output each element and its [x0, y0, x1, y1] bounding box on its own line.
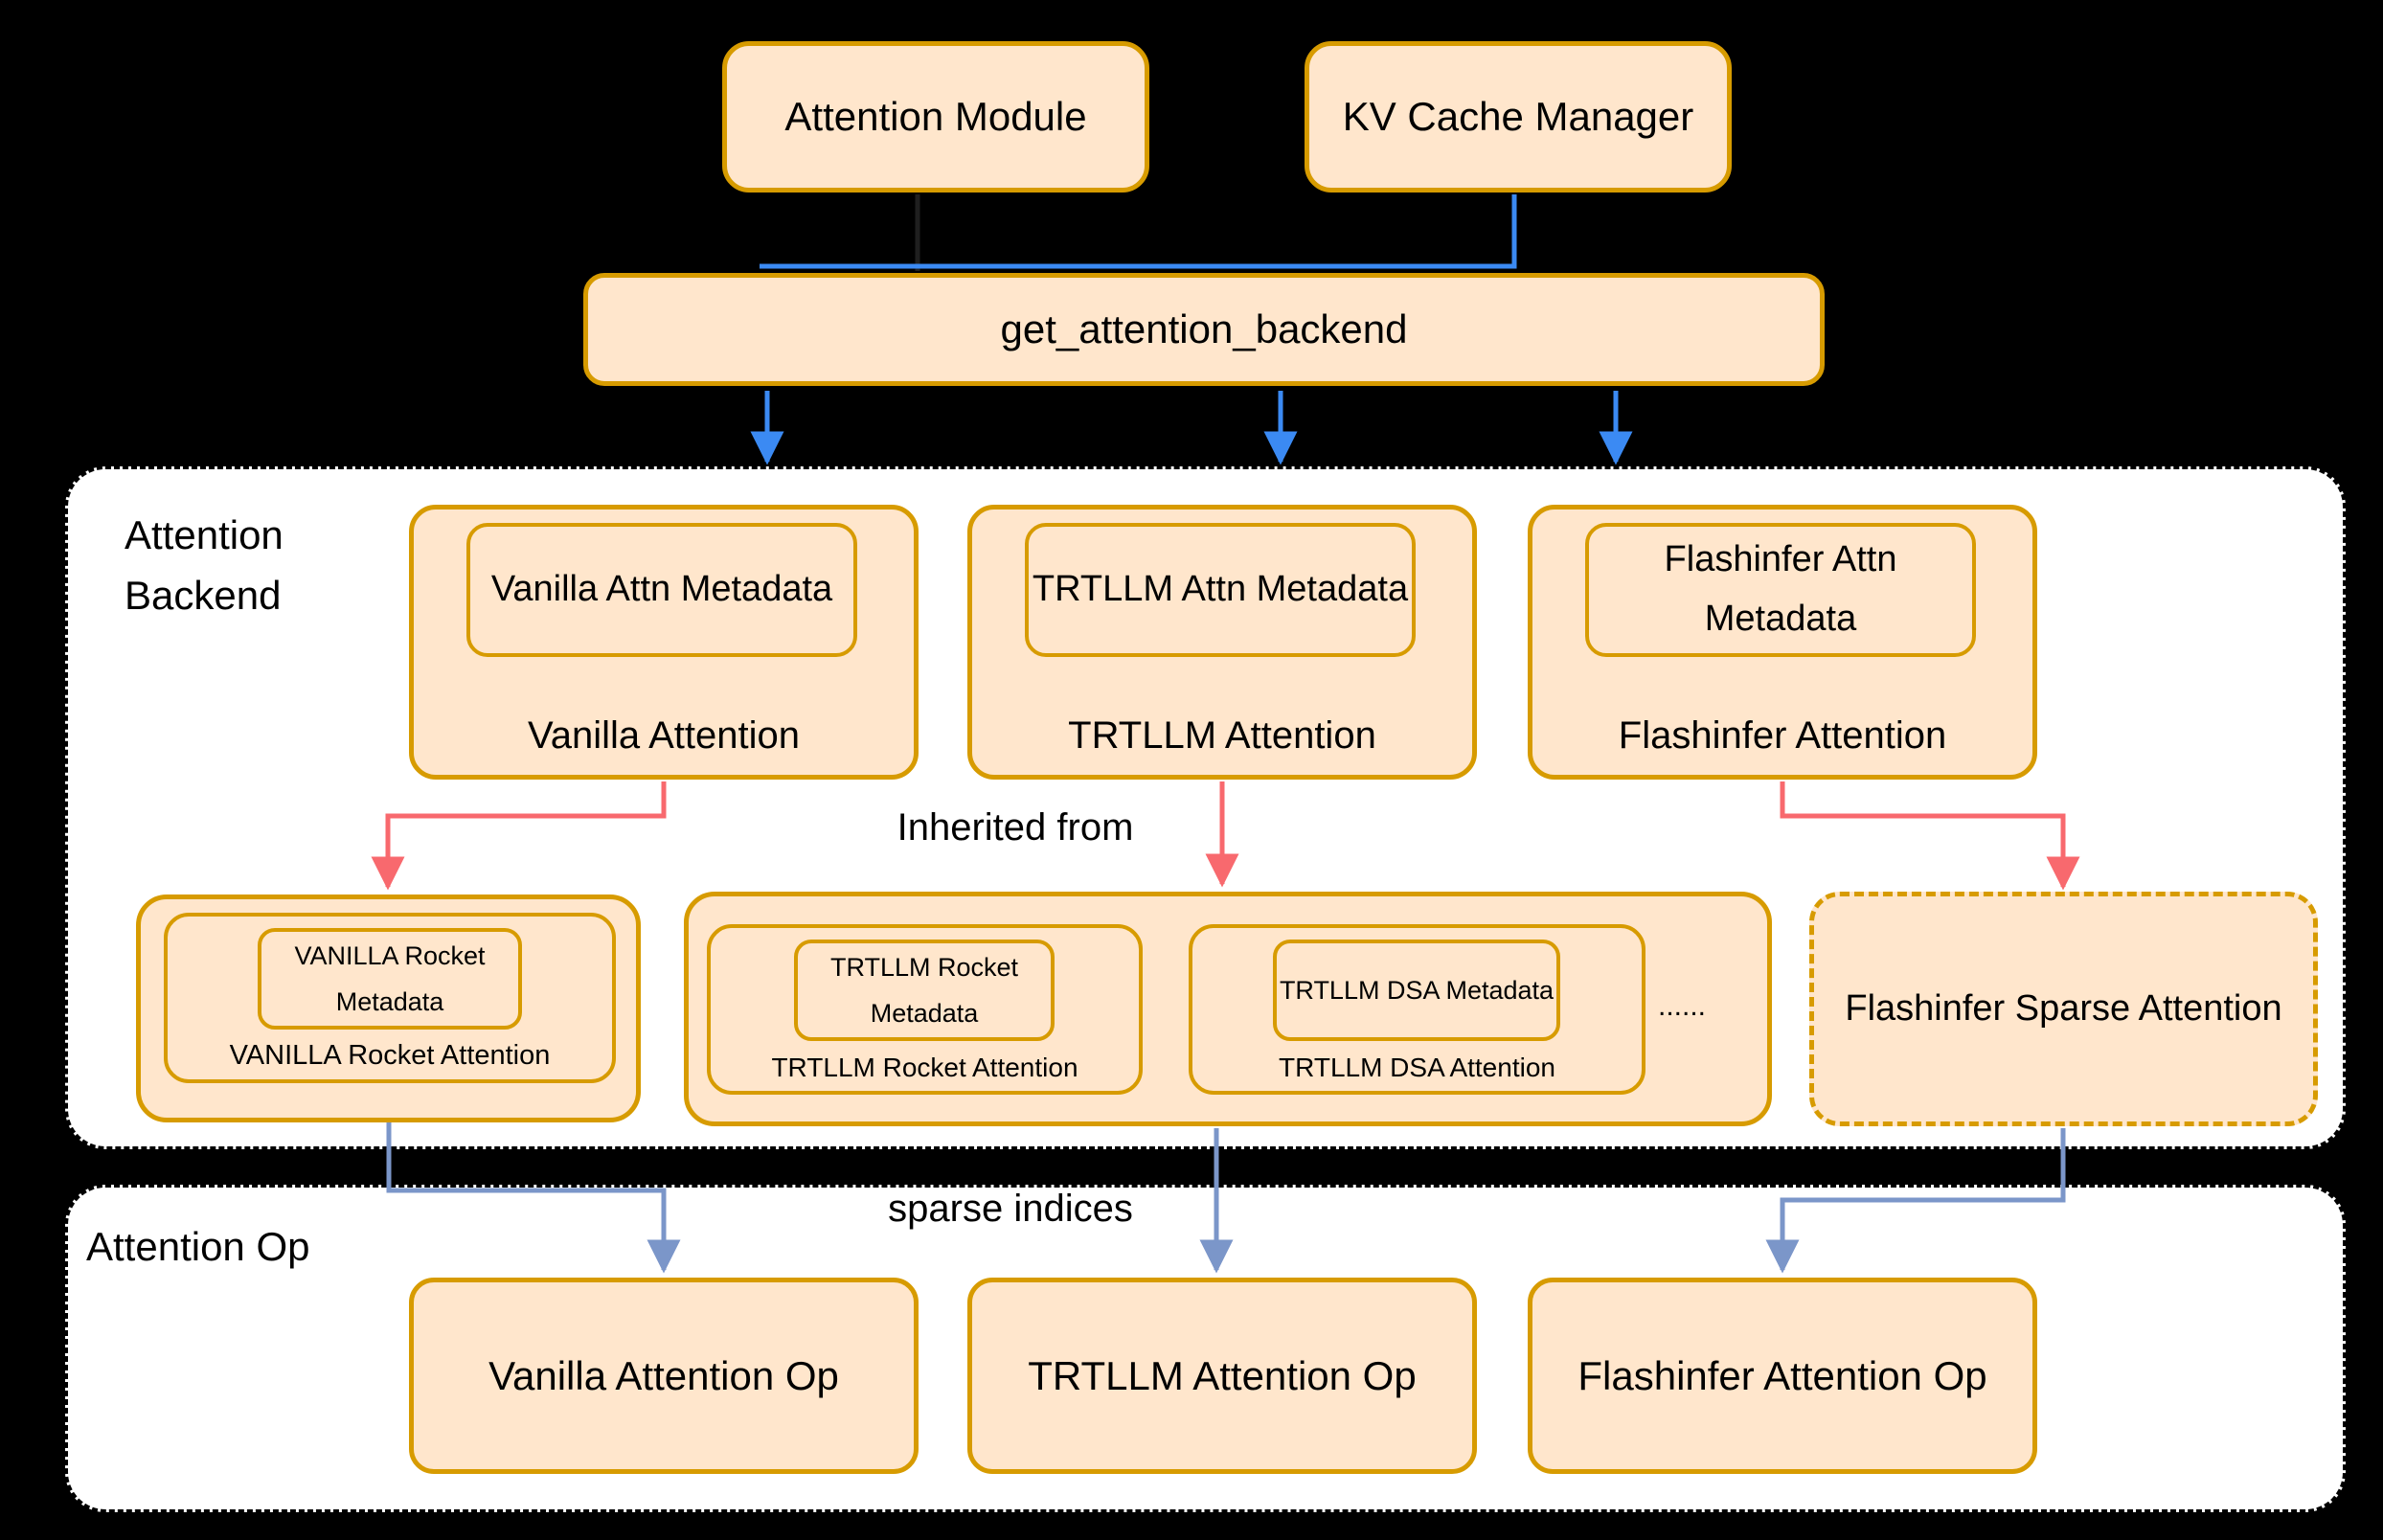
- trtllm-rocket-metadata-label: TRTLLM Rocket Metadata: [829, 952, 1019, 1028]
- kv-cache-manager-box: KV Cache Manager: [1305, 41, 1732, 192]
- inherited-from-label: Inherited from: [896, 806, 1134, 849]
- vanilla-rocket-metadata-label: VANILLA Rocket Metadata: [294, 940, 486, 1016]
- trtllm-rocket-attention-label: TRTLLM Rocket Attention: [771, 1053, 1078, 1082]
- trtllm-attention-op-label: TRTLLM Attention Op: [1028, 1352, 1417, 1398]
- flashinfer-attn-metadata-box: Flashinfer Attn Metadata: [1585, 523, 1976, 657]
- trtllm-group-box: TRTLLM Rocket Metadata TRTLLM Rocket Att…: [684, 892, 1772, 1126]
- vanilla-attention-op-label: Vanilla Attention Op: [488, 1352, 839, 1398]
- trtllm-attention-box: TRTLLM Attn Metadata TRTLLM Attention: [967, 505, 1477, 780]
- vanilla-rocket-attention-box: VANILLA Rocket Metadata VANILLA Rocket A…: [164, 913, 616, 1083]
- attention-backend-label-line2: Backend: [125, 573, 282, 618]
- trtllm-rocket-attention-box: TRTLLM Rocket Metadata TRTLLM Rocket Att…: [707, 924, 1143, 1095]
- flashinfer-attention-box: Flashinfer Attn Metadata Flashinfer Atte…: [1528, 505, 2037, 780]
- attention-op-panel-label: Attention Op: [86, 1224, 310, 1269]
- trtllm-attn-metadata-box: TRTLLM Attn Metadata: [1025, 523, 1416, 657]
- flashinfer-attention-op-label: Flashinfer Attention Op: [1577, 1352, 1987, 1398]
- get-attention-backend-label: get_attention_backend: [1000, 306, 1408, 351]
- vanilla-attn-metadata-label: Vanilla Attn Metadata: [490, 569, 833, 610]
- vanilla-rocket-attention-label: VANILLA Rocket Attention: [229, 1040, 551, 1071]
- attention-module-box: Attention Module: [722, 41, 1149, 192]
- ellipsis-label: ......: [1658, 990, 1707, 1022]
- flashinfer-attention-label: Flashinfer Attention: [1618, 714, 1947, 757]
- attention-backend-panel-label: Attention Backend: [125, 505, 284, 625]
- vanilla-attention-op-box: Vanilla Attention Op: [409, 1278, 919, 1474]
- flashinfer-attn-metadata-label: Flashinfer Attn Metadata: [1664, 539, 1897, 639]
- vanilla-rocket-metadata-box: VANILLA Rocket Metadata: [258, 928, 522, 1030]
- vanilla-rocket-outer-box: VANILLA Rocket Metadata VANILLA Rocket A…: [136, 895, 641, 1122]
- edge-kv-cache-to-backend: [760, 194, 1517, 269]
- attention-backend-label-line1: Attention: [125, 512, 284, 557]
- get-attention-backend-box: get_attention_backend: [583, 273, 1825, 386]
- trtllm-attention-label: TRTLLM Attention: [1068, 714, 1376, 757]
- trtllm-attn-metadata-label: TRTLLM Attn Metadata: [1032, 569, 1409, 610]
- trtllm-dsa-attention-box: TRTLLM DSA Metadata TRTLLM DSA Attention: [1189, 924, 1645, 1095]
- sparse-indices-label: sparse indices: [888, 1188, 1133, 1230]
- vanilla-attention-label: Vanilla Attention: [528, 714, 800, 757]
- trtllm-rocket-metadata-box: TRTLLM Rocket Metadata: [794, 940, 1055, 1041]
- trtllm-dsa-attention-label: TRTLLM DSA Attention: [1279, 1053, 1555, 1082]
- kv-cache-manager-label: KV Cache Manager: [1342, 94, 1694, 139]
- flashinfer-attention-op-box: Flashinfer Attention Op: [1528, 1278, 2037, 1474]
- attention-module-label: Attention Module: [784, 94, 1087, 139]
- trtllm-dsa-metadata-label: TRTLLM DSA Metadata: [1279, 975, 1555, 1005]
- vanilla-attn-metadata-box: Vanilla Attn Metadata: [466, 523, 857, 657]
- vanilla-attention-box: Vanilla Attn Metadata Vanilla Attention: [409, 505, 919, 780]
- flashinfer-sparse-attention-box: Flashinfer Sparse Attention: [1809, 892, 2318, 1126]
- trtllm-dsa-metadata-box: TRTLLM DSA Metadata: [1273, 940, 1560, 1041]
- flashinfer-sparse-attention-label: Flashinfer Sparse Attention: [1845, 988, 2282, 1029]
- trtllm-attention-op-box: TRTLLM Attention Op: [967, 1278, 1477, 1474]
